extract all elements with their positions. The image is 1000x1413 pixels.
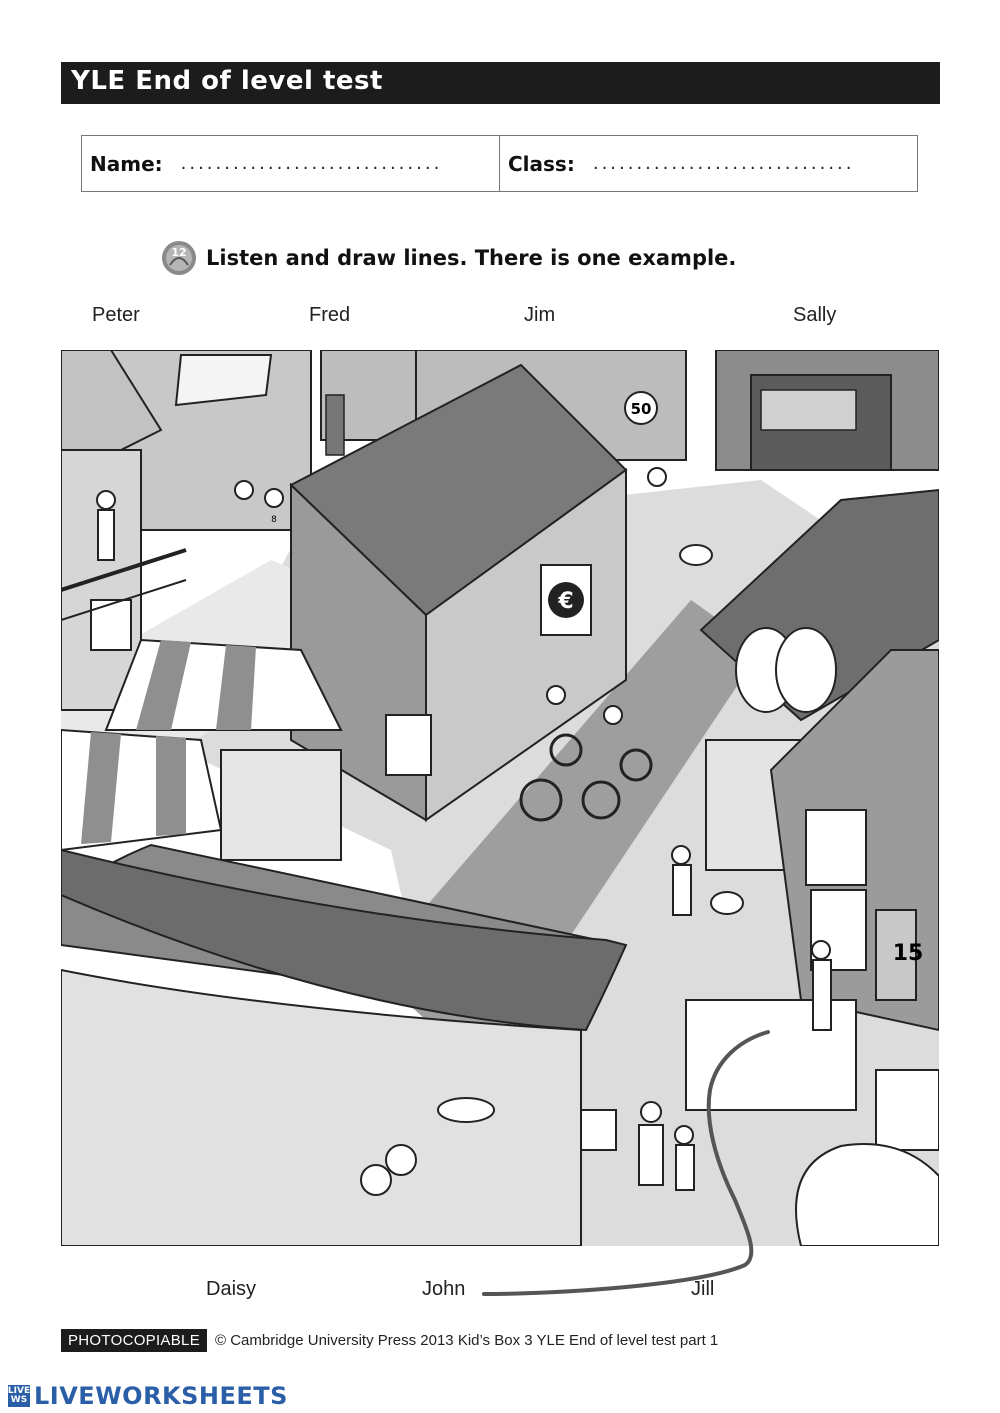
footer: PHOTOCOPIABLE © Cambridge University Pre… [61,1328,718,1352]
cash-machine [385,714,432,776]
name-john[interactable]: John [422,1278,466,1300]
name-sally[interactable]: Sally [793,304,837,326]
person-child [264,488,284,508]
person-house-man [811,940,831,960]
name-label: Name: [90,151,163,176]
apple-picture [360,1164,392,1196]
name-jill[interactable]: Jill [691,1278,715,1300]
dog [679,544,713,566]
market-stalls [61,638,343,861]
title-bar: YLE End of level test [61,62,940,104]
class-label: Class: [508,151,575,176]
liveworksheets-badge-icon: LIVE WS [7,1385,31,1407]
house-door [875,909,917,1001]
person-woman [234,480,254,500]
shopping-trolley [580,1109,617,1151]
liveworksheets-logo[interactable]: LIVE WS LIVEWORKSHEETS [8,1380,288,1412]
bush [795,1143,939,1246]
supermarket-building [61,843,628,1246]
book-sign [174,354,273,407]
person-mother [640,1101,662,1123]
audio-track-icon[interactable]: 12 [160,239,198,277]
track-number: 12 [171,246,186,259]
cyclists [519,685,653,822]
photocopiable-tag: PHOTOCOPIABLE [61,1328,207,1352]
name-cell[interactable]: Name: .............................. [82,136,499,191]
speed-sign-text: 50 [631,400,652,418]
copyright-text: © Cambridge University Press 2013 Kid’s … [215,1331,719,1349]
name-jim[interactable]: Jim [524,304,556,326]
instruction-text: Listen and draw lines. There is one exam… [206,246,737,270]
name-field[interactable]: .............................. [180,153,443,174]
speed-limit-sign [624,391,658,425]
house-number: 15 [893,941,924,966]
carrot-picture [437,1097,495,1123]
bank-building: € [289,363,628,822]
euro-symbol: € [557,589,573,614]
street-scene-illustration: 50 € [61,350,939,1246]
page-title: YLE End of level test [71,66,383,96]
name-class-box: Name: .............................. Cla… [81,135,918,192]
name-peter[interactable]: Peter [92,304,140,326]
name-fred[interactable]: Fred [309,304,351,326]
person-peter [96,490,116,510]
person-tennis-boy [671,845,691,865]
class-field[interactable]: .............................. [592,153,855,174]
person-dog-walker [647,467,667,487]
left-balcony-building [61,350,187,711]
name-daisy[interactable]: Daisy [206,1278,257,1300]
instruction: 12 Listen and draw lines. There is one e… [160,236,736,280]
class-cell[interactable]: Class: .............................. [499,136,917,191]
person-girl [674,1125,694,1145]
postbox [325,394,345,456]
liveworksheets-wordmark: LIVEWORKSHEETS [34,1382,288,1410]
shirt-number: 8 [271,515,277,525]
